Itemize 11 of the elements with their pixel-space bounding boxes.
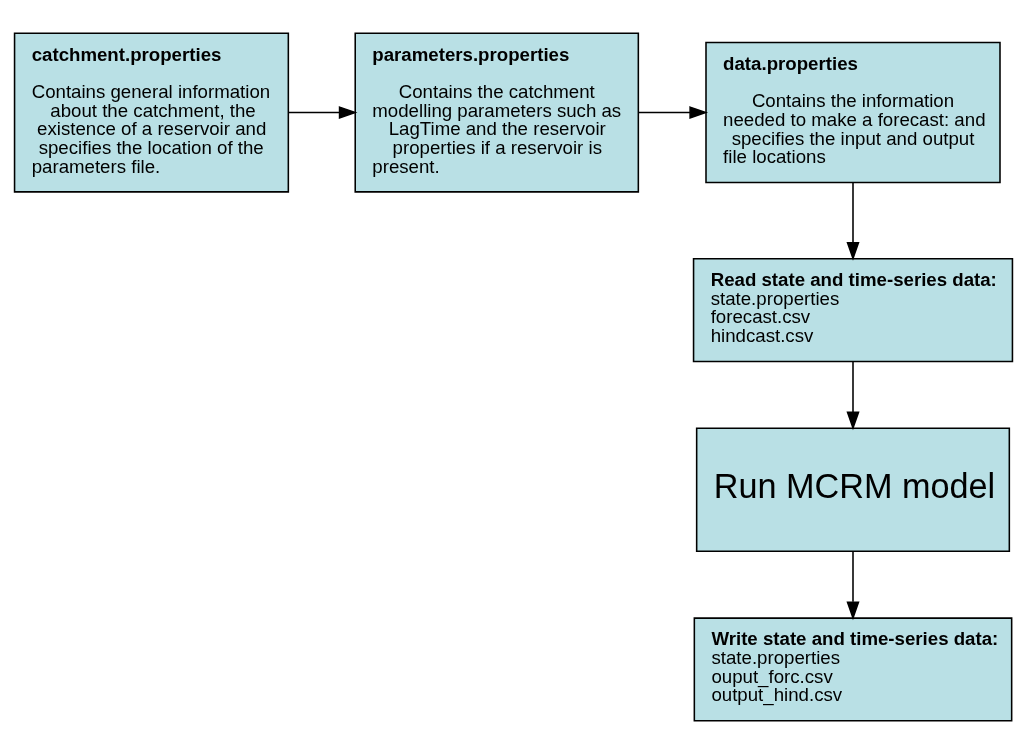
- arrow: [287, 105, 358, 119]
- arrow: [846, 360, 860, 430]
- node-box: Run MCRM model: [695, 427, 1011, 552]
- node-box: Write state and time-series data: state.properties ouput_forc.csv output_hind.csv: [693, 616, 1013, 722]
- arrow: [637, 105, 709, 119]
- node-box: parameters.properties Contains the catchment modelling parameters such as LagTime and the reservoir properties if a reservoir is present.: [354, 31, 640, 193]
- node-box: Read state and time-series data: state.properties forecast.csv hindcast.csv: [692, 257, 1014, 362]
- node-box: catchment.properties Contains general information about the catchment, the existence of a reservoir and specifies the location of the parameters file.: [13, 31, 290, 193]
- arrow: [846, 181, 860, 261]
- arrow: [846, 550, 860, 620]
- node-box: data.properties Contains the information needed to make a forecast: and specifies the input and output file locations: [705, 41, 1001, 183]
